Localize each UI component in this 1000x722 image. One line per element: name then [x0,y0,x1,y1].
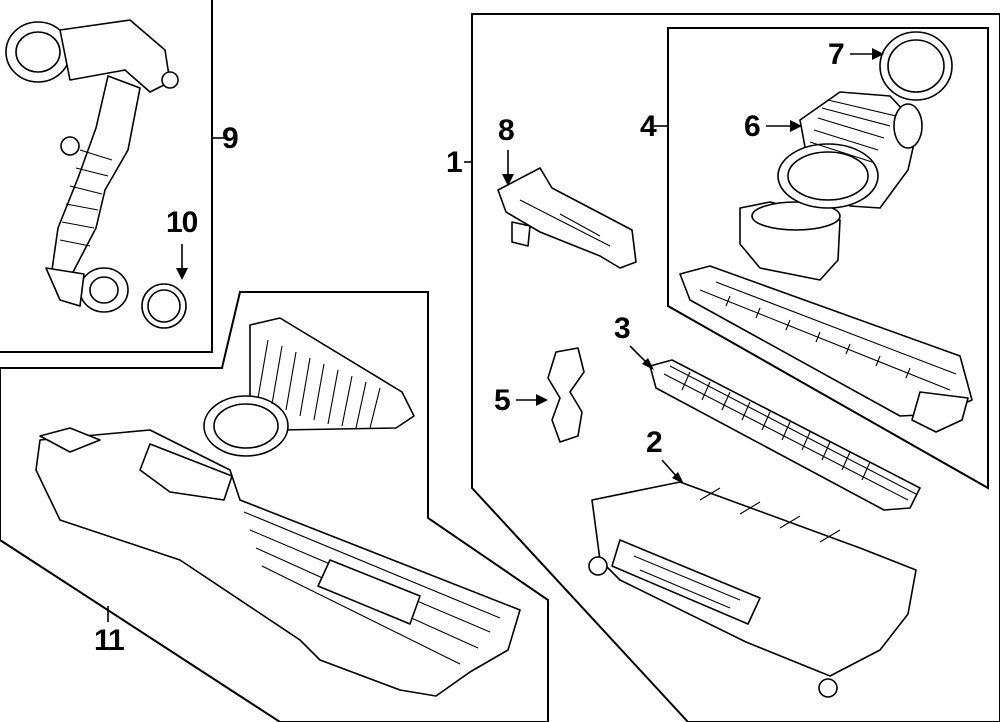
part-8-bracket [497,167,637,269]
callout-8: 8 [498,114,515,147]
callout-7: 7 [828,38,845,71]
callout-4: 4 [640,110,657,143]
frame-group-4 [667,27,989,490]
callout-9: 9 [222,122,239,155]
part-2-lower-housing [588,481,917,698]
part-6-intake-hose [777,91,923,209]
part-5-clip [547,347,585,443]
part-3-filter-element [649,359,921,511]
part-7-seal-ring [879,31,953,101]
callout-2: 2 [646,426,663,459]
callout-10: 10 [166,206,198,239]
callout-1: 1 [446,146,463,179]
part-10-clamp [141,283,187,329]
callout-leaders [107,48,884,622]
callout-5: 5 [494,384,511,417]
callout-11: 11 [94,624,125,657]
part-4-upper-housing [679,201,973,433]
callout-3: 3 [614,312,631,345]
frame-group-11 [0,291,549,722]
callout-6: 6 [744,110,761,143]
part-9-outlet-duct [5,19,179,313]
frame-group-9 [0,0,213,353]
part-11-intake-duct [35,317,521,697]
frame-group-1 [471,13,1000,722]
